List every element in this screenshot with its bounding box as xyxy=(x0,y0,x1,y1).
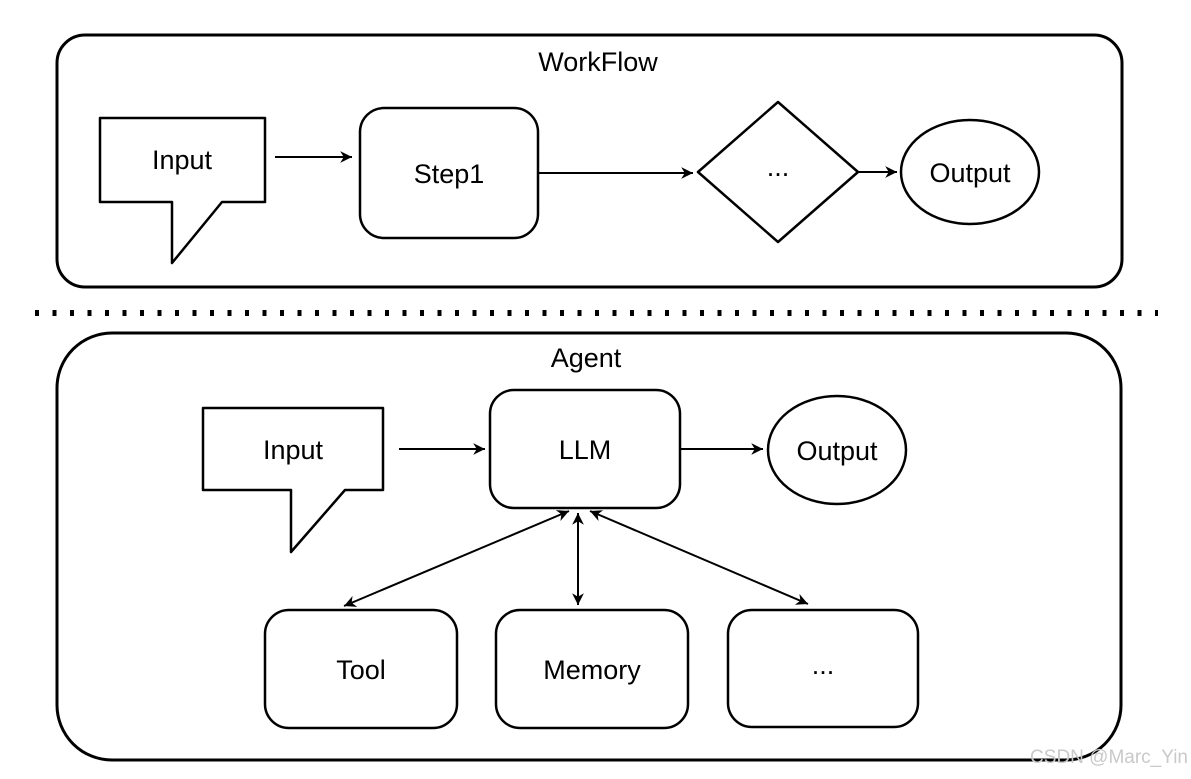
workflow-output-node xyxy=(899,118,1041,226)
agent-input-label: Input xyxy=(263,435,324,465)
workflow-step1-label: Step1 xyxy=(414,159,485,189)
workflow-output-label: Output xyxy=(929,158,1011,188)
agent-section-container xyxy=(55,331,1123,762)
agent-input-node xyxy=(201,406,385,554)
agent-memory-label: Memory xyxy=(543,655,641,685)
agent-memory-node xyxy=(494,608,690,730)
agent-tool-node xyxy=(263,608,459,730)
agent-output-label: Output xyxy=(796,436,878,466)
arrow-llm-to-tool xyxy=(343,510,570,607)
arrow-llm-to-more xyxy=(589,510,809,605)
workflow-input-node xyxy=(98,116,267,265)
agent-output-node xyxy=(766,394,908,506)
workflow-section-container xyxy=(55,33,1124,289)
agent-llm-label: LLM xyxy=(559,435,612,465)
agent-more-node xyxy=(726,608,920,729)
agent-more-label: ... xyxy=(812,650,835,680)
workflow-input-label: Input xyxy=(152,145,213,175)
agent-tool-label: Tool xyxy=(336,655,386,685)
agent-section-title: Agent xyxy=(551,343,622,373)
watermark: CSDN @Marc_Yin xyxy=(1030,747,1188,768)
workflow-section-title: WorkFlow xyxy=(538,47,658,77)
workflow-decision-label: ... xyxy=(767,152,790,182)
